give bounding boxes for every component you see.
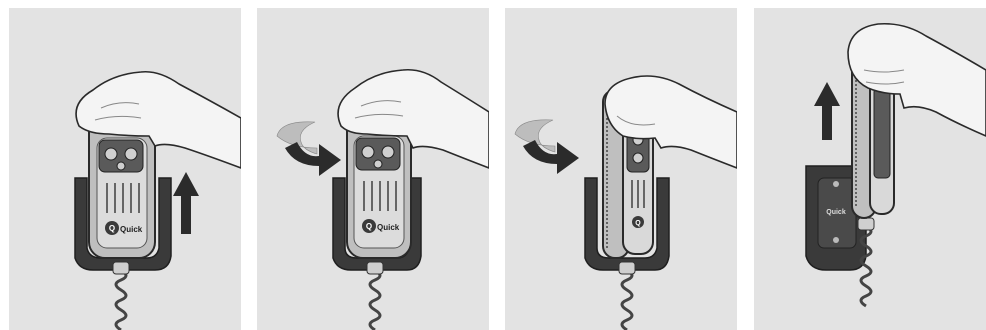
arrow-up-icon xyxy=(173,172,199,234)
arrow-up-icon xyxy=(814,82,840,140)
curved-arrow-right-icon xyxy=(515,120,579,174)
curved-arrow-right-icon xyxy=(277,122,341,176)
logo-text: Quick xyxy=(377,223,400,232)
coiled-cable xyxy=(370,270,380,330)
center-button-icon xyxy=(117,162,125,170)
step-2-illustration: Q Quick xyxy=(257,8,489,330)
center-button-icon xyxy=(374,160,382,168)
down-button-icon xyxy=(125,148,137,160)
button-panel xyxy=(874,88,890,178)
step-1-panel: Q Quick xyxy=(9,8,241,330)
logo-glyph: Q xyxy=(635,220,641,227)
step-4-illustration: Quick xyxy=(754,8,986,330)
cable-connector xyxy=(367,262,383,274)
down-button-icon xyxy=(633,153,643,163)
coiled-cable xyxy=(116,270,126,330)
down-button-icon xyxy=(382,146,394,158)
screw-icon xyxy=(833,237,839,243)
step-3-panel: Q xyxy=(505,8,737,330)
step-2-panel: Q Quick xyxy=(257,8,489,330)
step-3-illustration: Q xyxy=(505,8,737,330)
cable-connector xyxy=(858,218,874,230)
up-button-icon xyxy=(362,146,374,158)
step-4-panel: Quick xyxy=(754,8,986,330)
up-button-icon xyxy=(105,148,117,160)
logo-glyph: Q xyxy=(366,222,372,231)
logo-glyph: Q xyxy=(109,224,115,233)
cable-connector xyxy=(113,262,129,274)
screw-icon xyxy=(833,181,839,187)
holder-logo-text: Quick xyxy=(826,209,846,216)
coiled-cable xyxy=(622,270,632,330)
logo-text: Quick xyxy=(120,225,143,234)
cable-connector xyxy=(619,262,635,274)
step-1-illustration: Q Quick xyxy=(9,8,241,330)
